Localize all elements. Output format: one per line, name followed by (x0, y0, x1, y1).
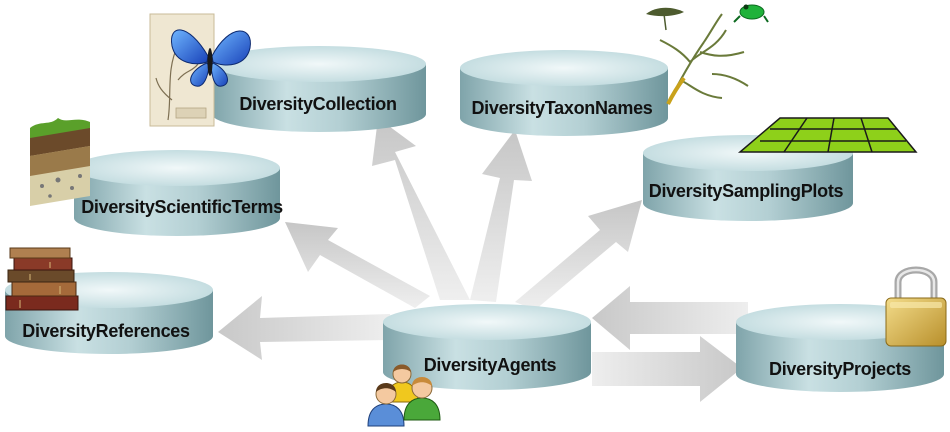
label-diversity-scientific-terms: DiversityScientificTerms (81, 197, 283, 217)
cylinder-diversity-scientific-terms (74, 150, 280, 236)
label-diversity-projects: DiversityProjects (769, 359, 911, 379)
label-diversity-taxon-names: DiversityTaxonNames (471, 98, 653, 118)
cylinder-diversity-collection (212, 46, 426, 132)
book-stack-icon (5, 247, 79, 311)
cylinder-diversity-taxon-names (460, 50, 668, 136)
arrow-to-scientific-terms (285, 222, 430, 308)
arrow-to-collection (372, 118, 470, 300)
arrows (218, 118, 748, 402)
soil-profile-icon (30, 118, 90, 206)
arrow-to-sampling-plots (515, 200, 642, 310)
arrow-projects-to-agents (592, 286, 748, 350)
arrow-to-taxon-names (470, 130, 532, 302)
phylogenetic-tree-icon (646, 4, 769, 105)
grid-plot-icon (737, 117, 918, 153)
label-diversity-sampling-plots: DiversitySamplingPlots (648, 181, 844, 201)
arrow-to-references (218, 296, 390, 360)
label-diversity-agents: DiversityAgents (423, 355, 557, 375)
butterfly-herbarium-icon (149, 13, 251, 127)
padlock-icon (885, 266, 947, 347)
label-diversity-collection: DiversityCollection (239, 94, 397, 114)
users-icon (367, 364, 441, 427)
arrow-agents-to-projects (592, 336, 742, 402)
label-diversity-references: DiversityReferences (22, 321, 190, 341)
cylinder-diversity-agents (383, 304, 591, 390)
